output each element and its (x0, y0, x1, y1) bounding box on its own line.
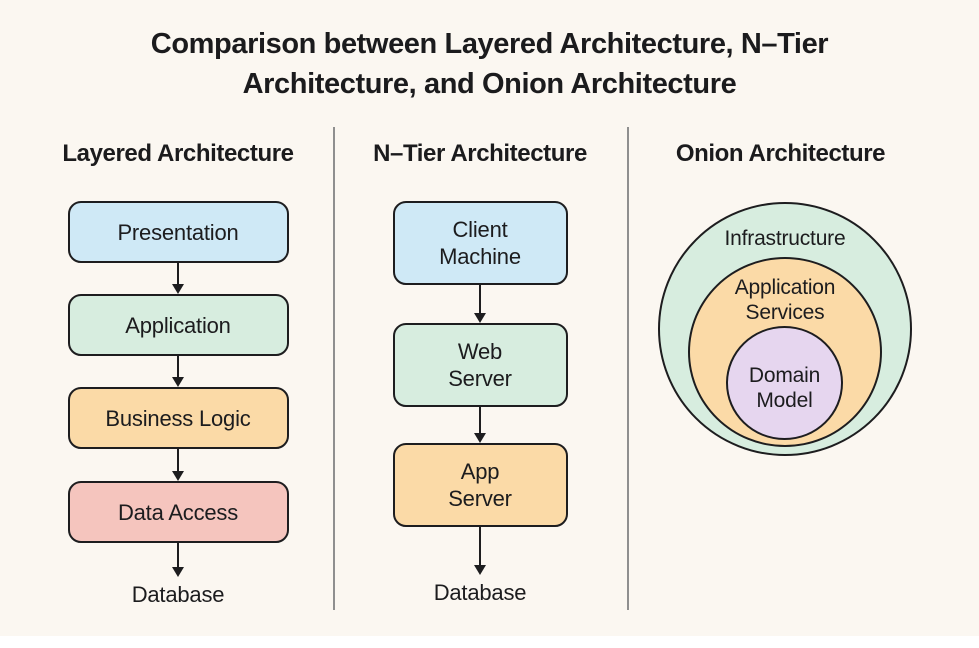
arrow-down-icon (171, 449, 185, 481)
layered-database-label: Database (131, 582, 225, 607)
layered-box-application: Application (67, 294, 289, 356)
arrow-down-icon (473, 527, 487, 575)
ntier-box-web-server: Web Server (392, 323, 568, 407)
page-title-line1: Comparison between Layered Architecture,… (150, 28, 829, 60)
ntier-architecture-column: N–Tier Architecture Client Machine Web S… (340, 140, 620, 607)
onion-architecture-header: Onion Architecture (675, 140, 886, 167)
onion-label-infrastructure: Infrastructure (724, 227, 846, 250)
layered-box-business-logic: Business Logic (67, 387, 289, 449)
arrow-down-icon (171, 263, 185, 294)
arrow-down-icon (171, 356, 185, 387)
arrow-down-icon (473, 285, 487, 323)
arrow-down-icon (171, 543, 185, 577)
onion-ring-domain-model (726, 326, 843, 440)
onion-label-application-services: Application Services (734, 276, 836, 324)
page-title: Comparison between Layered Architecture,… (0, 24, 979, 104)
layered-box-presentation: Presentation (67, 201, 289, 263)
ntier-box-client-machine: Client Machine (392, 201, 568, 285)
layered-box-data-access: Data Access (67, 481, 289, 543)
onion-label-domain-model: Domain Model (748, 364, 821, 412)
ntier-database-label: Database (433, 580, 527, 605)
arrow-down-icon (473, 407, 487, 443)
layered-architecture-column: Layered Architecture Presentation Applic… (56, 140, 300, 609)
column-divider-left (333, 127, 335, 610)
column-divider-right (627, 127, 629, 610)
layered-architecture-header: Layered Architecture (62, 140, 294, 167)
page-title-line2: Architecture, and Onion Architecture (242, 68, 737, 100)
ntier-box-app-server: App Server (392, 443, 568, 527)
ntier-architecture-header: N–Tier Architecture (373, 140, 587, 167)
